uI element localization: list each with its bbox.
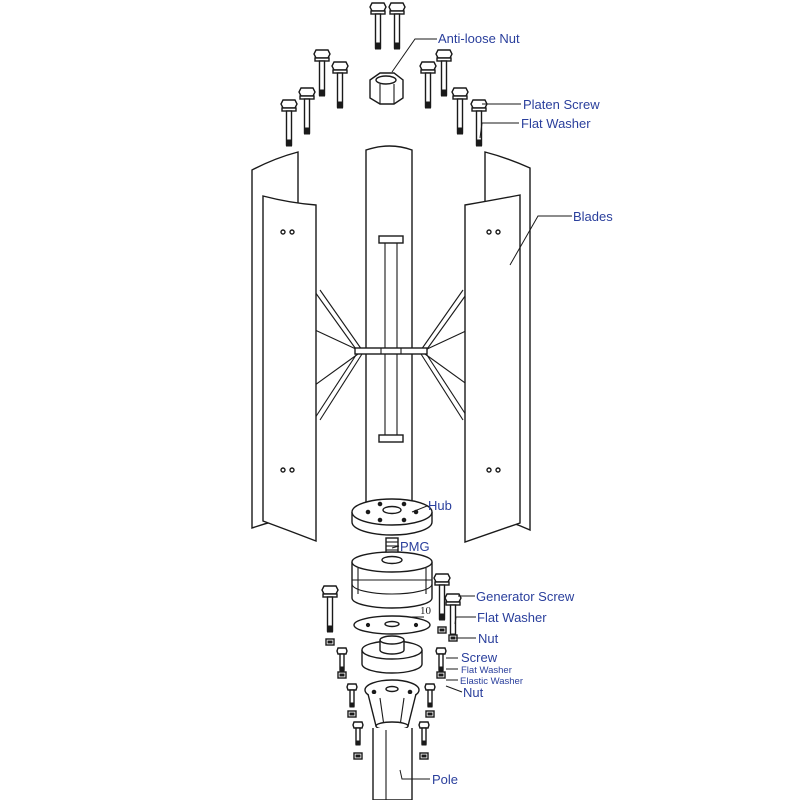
dimension-mark: 10 (420, 605, 432, 617)
lower-flange-part (336, 635, 447, 679)
label-blades: Blades (573, 209, 613, 224)
part-labels: Anti-loose Nut Platen Screw Flat Washer … (400, 31, 613, 787)
label-nut-low: Nut (463, 685, 484, 700)
label-pole: Pole (432, 772, 458, 787)
label-elastic-washer: Elastic Washer (460, 676, 523, 687)
blades-part (251, 145, 531, 543)
label-platen-screw: Platen Screw (523, 97, 600, 112)
label-nut-mid: Nut (478, 631, 499, 646)
label-flat-washer-top: Flat Washer (521, 116, 591, 131)
label-pmg: PMG (400, 539, 430, 554)
pmg-part (351, 537, 433, 609)
label-flat-washer-small: Flat Washer (461, 665, 512, 676)
leader-lines (391, 38, 572, 780)
label-generator-screw: Generator Screw (476, 589, 575, 604)
label-anti-loose-nut: Anti-loose Nut (438, 31, 520, 46)
pole-flange-part (346, 679, 436, 760)
hub-part (351, 498, 433, 536)
label-screw: Screw (461, 650, 498, 665)
label-hub: Hub (428, 498, 452, 513)
label-flat-washer-mid: Flat Washer (477, 610, 547, 625)
flat-washer-plate (353, 615, 431, 635)
pole-part (372, 721, 413, 800)
blade-struts (314, 289, 469, 421)
anti-loose-nut-part (369, 72, 404, 105)
